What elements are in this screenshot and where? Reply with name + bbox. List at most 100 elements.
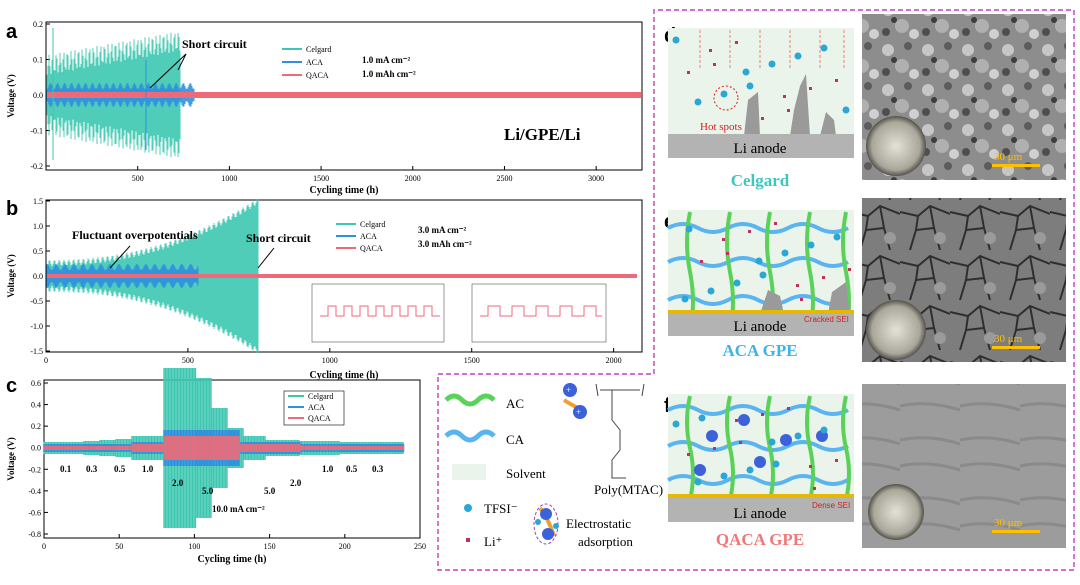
panel-a-legend-swatch-qaca: [282, 74, 302, 76]
key-polymer-structure: [595, 383, 645, 479]
li-ion: [787, 407, 790, 410]
panel-b-y-tick-label: 0.0: [33, 272, 43, 281]
panel-c-letter: c: [6, 375, 17, 397]
panel-b-x-ticks: 0 500 1000 1500 2000: [44, 348, 622, 365]
panel-a-y-tick-label: 0.2: [33, 20, 43, 29]
panel-b-annotation-fluct: Fluctuant overpotentials: [72, 228, 198, 242]
panel-c-rate-label: 5.0: [264, 486, 276, 496]
panel-c-rate-label: 10.0 mA cm⁻²: [212, 504, 265, 514]
panel-c-rate-label: 0.5: [346, 464, 358, 474]
panel-b-legend-celgard: Celgard: [360, 220, 385, 229]
panel-b-x-tick-label: 2000: [606, 356, 622, 365]
panel-a-y-tick-label: 0.1: [33, 56, 43, 65]
panel-b-y-tick-label: 0.5: [33, 247, 43, 256]
tfsi-ion: [794, 432, 802, 440]
tfsi-ion: [733, 279, 741, 287]
key-ca-label: CA: [506, 432, 525, 447]
panel-b-x-tick-label: 1000: [322, 356, 338, 365]
panel-d-caption: Celgard: [731, 171, 790, 190]
panel-c-series: [43, 368, 405, 528]
li-ion: [835, 459, 838, 462]
panel-b-y-tick-label: -1.5: [30, 347, 43, 356]
tfsi-ion: [759, 271, 767, 279]
panel-b-x-tick-label: 500: [182, 356, 194, 365]
panel-f-quaternary-groups: [694, 414, 828, 476]
panel-d: d Hot spots Li anode Celgard 30 μm: [664, 14, 1066, 190]
li-ion: [761, 413, 764, 416]
panel-c-x-tick-label: 150: [264, 542, 276, 551]
panel-c-y-tick-label: 0.6: [31, 379, 41, 388]
tfsi-ion: [820, 44, 828, 52]
panel-d-hot-label: Hot spots: [700, 121, 742, 133]
li-ion: [835, 79, 838, 82]
tfsi-ion: [681, 295, 689, 303]
panel-b-x-tick-label: 0: [44, 356, 48, 365]
schematic-ions-0: [672, 36, 850, 120]
schematic-ions-2: [672, 407, 838, 490]
panel-a-xlabel: Cycling time (h): [310, 185, 379, 196]
tfsi-ion: [772, 460, 780, 468]
key-adsorption-label-2: adsorption: [578, 534, 633, 549]
key-frame: [437, 9, 1075, 571]
panel-c-y-tick-label: 0.4: [31, 401, 41, 410]
panel-e-caption: ACA GPE: [722, 341, 797, 360]
li-ion: [800, 298, 803, 301]
panel-c-legend-swatch-qaca: [288, 417, 304, 419]
panel-c-series-qaca: [299, 446, 405, 450]
panel-a-legend-swatch-celgard: [282, 48, 302, 50]
panel-e-anode-label: Li anode: [734, 319, 787, 335]
panel-b-legend-aca: ACA: [360, 232, 377, 241]
panel-c-legend-swatch-celgard: [288, 395, 304, 397]
key-adsorption-label-1: Electrostatic: [566, 516, 631, 531]
panel-a-capacity: 1.0 mAh cm⁻²: [362, 69, 416, 79]
panel-f-sei-label: Dense SEI: [812, 501, 850, 510]
panel-a-x-tick-label: 500: [132, 174, 144, 183]
panel-c-y-ticks: 0.60.40.20.0-0.2-0.4-0.6-0.8: [28, 379, 48, 539]
panel-d-anode: [668, 134, 854, 158]
panel-b-y-tick-label: 1.5: [33, 197, 43, 206]
panel-c-rate-label: 2.0: [172, 478, 184, 488]
panel-c-series-qaca: [131, 444, 165, 452]
panel-c-rate-label: 2.0: [290, 478, 302, 488]
key-solvent-swatch: [452, 464, 486, 480]
panel-b-x-tick-label: 1500: [464, 356, 480, 365]
tfsi-ion: [768, 60, 776, 68]
li-ion: [739, 441, 742, 444]
panel-b-ylabel: Voltage (V): [6, 254, 16, 297]
panel-a-annotation: Short circuit: [182, 37, 247, 51]
tfsi-ion: [781, 249, 789, 257]
li-ion: [713, 447, 716, 450]
key-solvent-label: Solvent: [506, 466, 546, 481]
panel-d-dendrites: [744, 74, 836, 136]
tfsi-ion: [720, 472, 728, 480]
panel-a-ylabel: Voltage (V): [6, 74, 16, 117]
li-ion: [813, 487, 816, 490]
key-polymer-label: Poly(MTAC): [594, 482, 663, 497]
li-ion: [748, 230, 751, 233]
panel-b-annotation-short: Short circuit: [246, 231, 311, 245]
key-tfsi-icon: [464, 504, 472, 512]
panel-a-arrow-2: [177, 53, 187, 71]
panel-c-x-tick-label: 0: [42, 542, 46, 551]
panel-b-legend-swatch-qaca: [336, 247, 356, 249]
panel-c-x-tick-label: 250: [414, 542, 426, 551]
key-adsorption-icon: [533, 503, 559, 545]
panel-f-anode-label: Li anode: [734, 506, 787, 522]
tfsi-ion: [707, 287, 715, 295]
li-ion: [809, 465, 812, 468]
panel-c-series-qaca: [163, 436, 240, 460]
li-ion: [774, 222, 777, 225]
tfsi-ion: [807, 241, 815, 249]
panel-b-legend-swatch-aca: [336, 235, 356, 237]
panel-a-arrow-1: [149, 53, 187, 89]
panel-f-scale-bar: [992, 530, 1040, 533]
svg-text:+: +: [566, 385, 571, 395]
tfsi-ion: [694, 98, 702, 106]
panel-b-legend-qaca: QACA: [360, 244, 383, 253]
panel-c-rate-label: 0.3: [86, 464, 98, 474]
panel-a-letter: a: [6, 21, 18, 43]
li-ion: [687, 71, 690, 74]
panel-f: f Li anode Dense SEI QACA GPE 30 μm: [664, 384, 1066, 549]
